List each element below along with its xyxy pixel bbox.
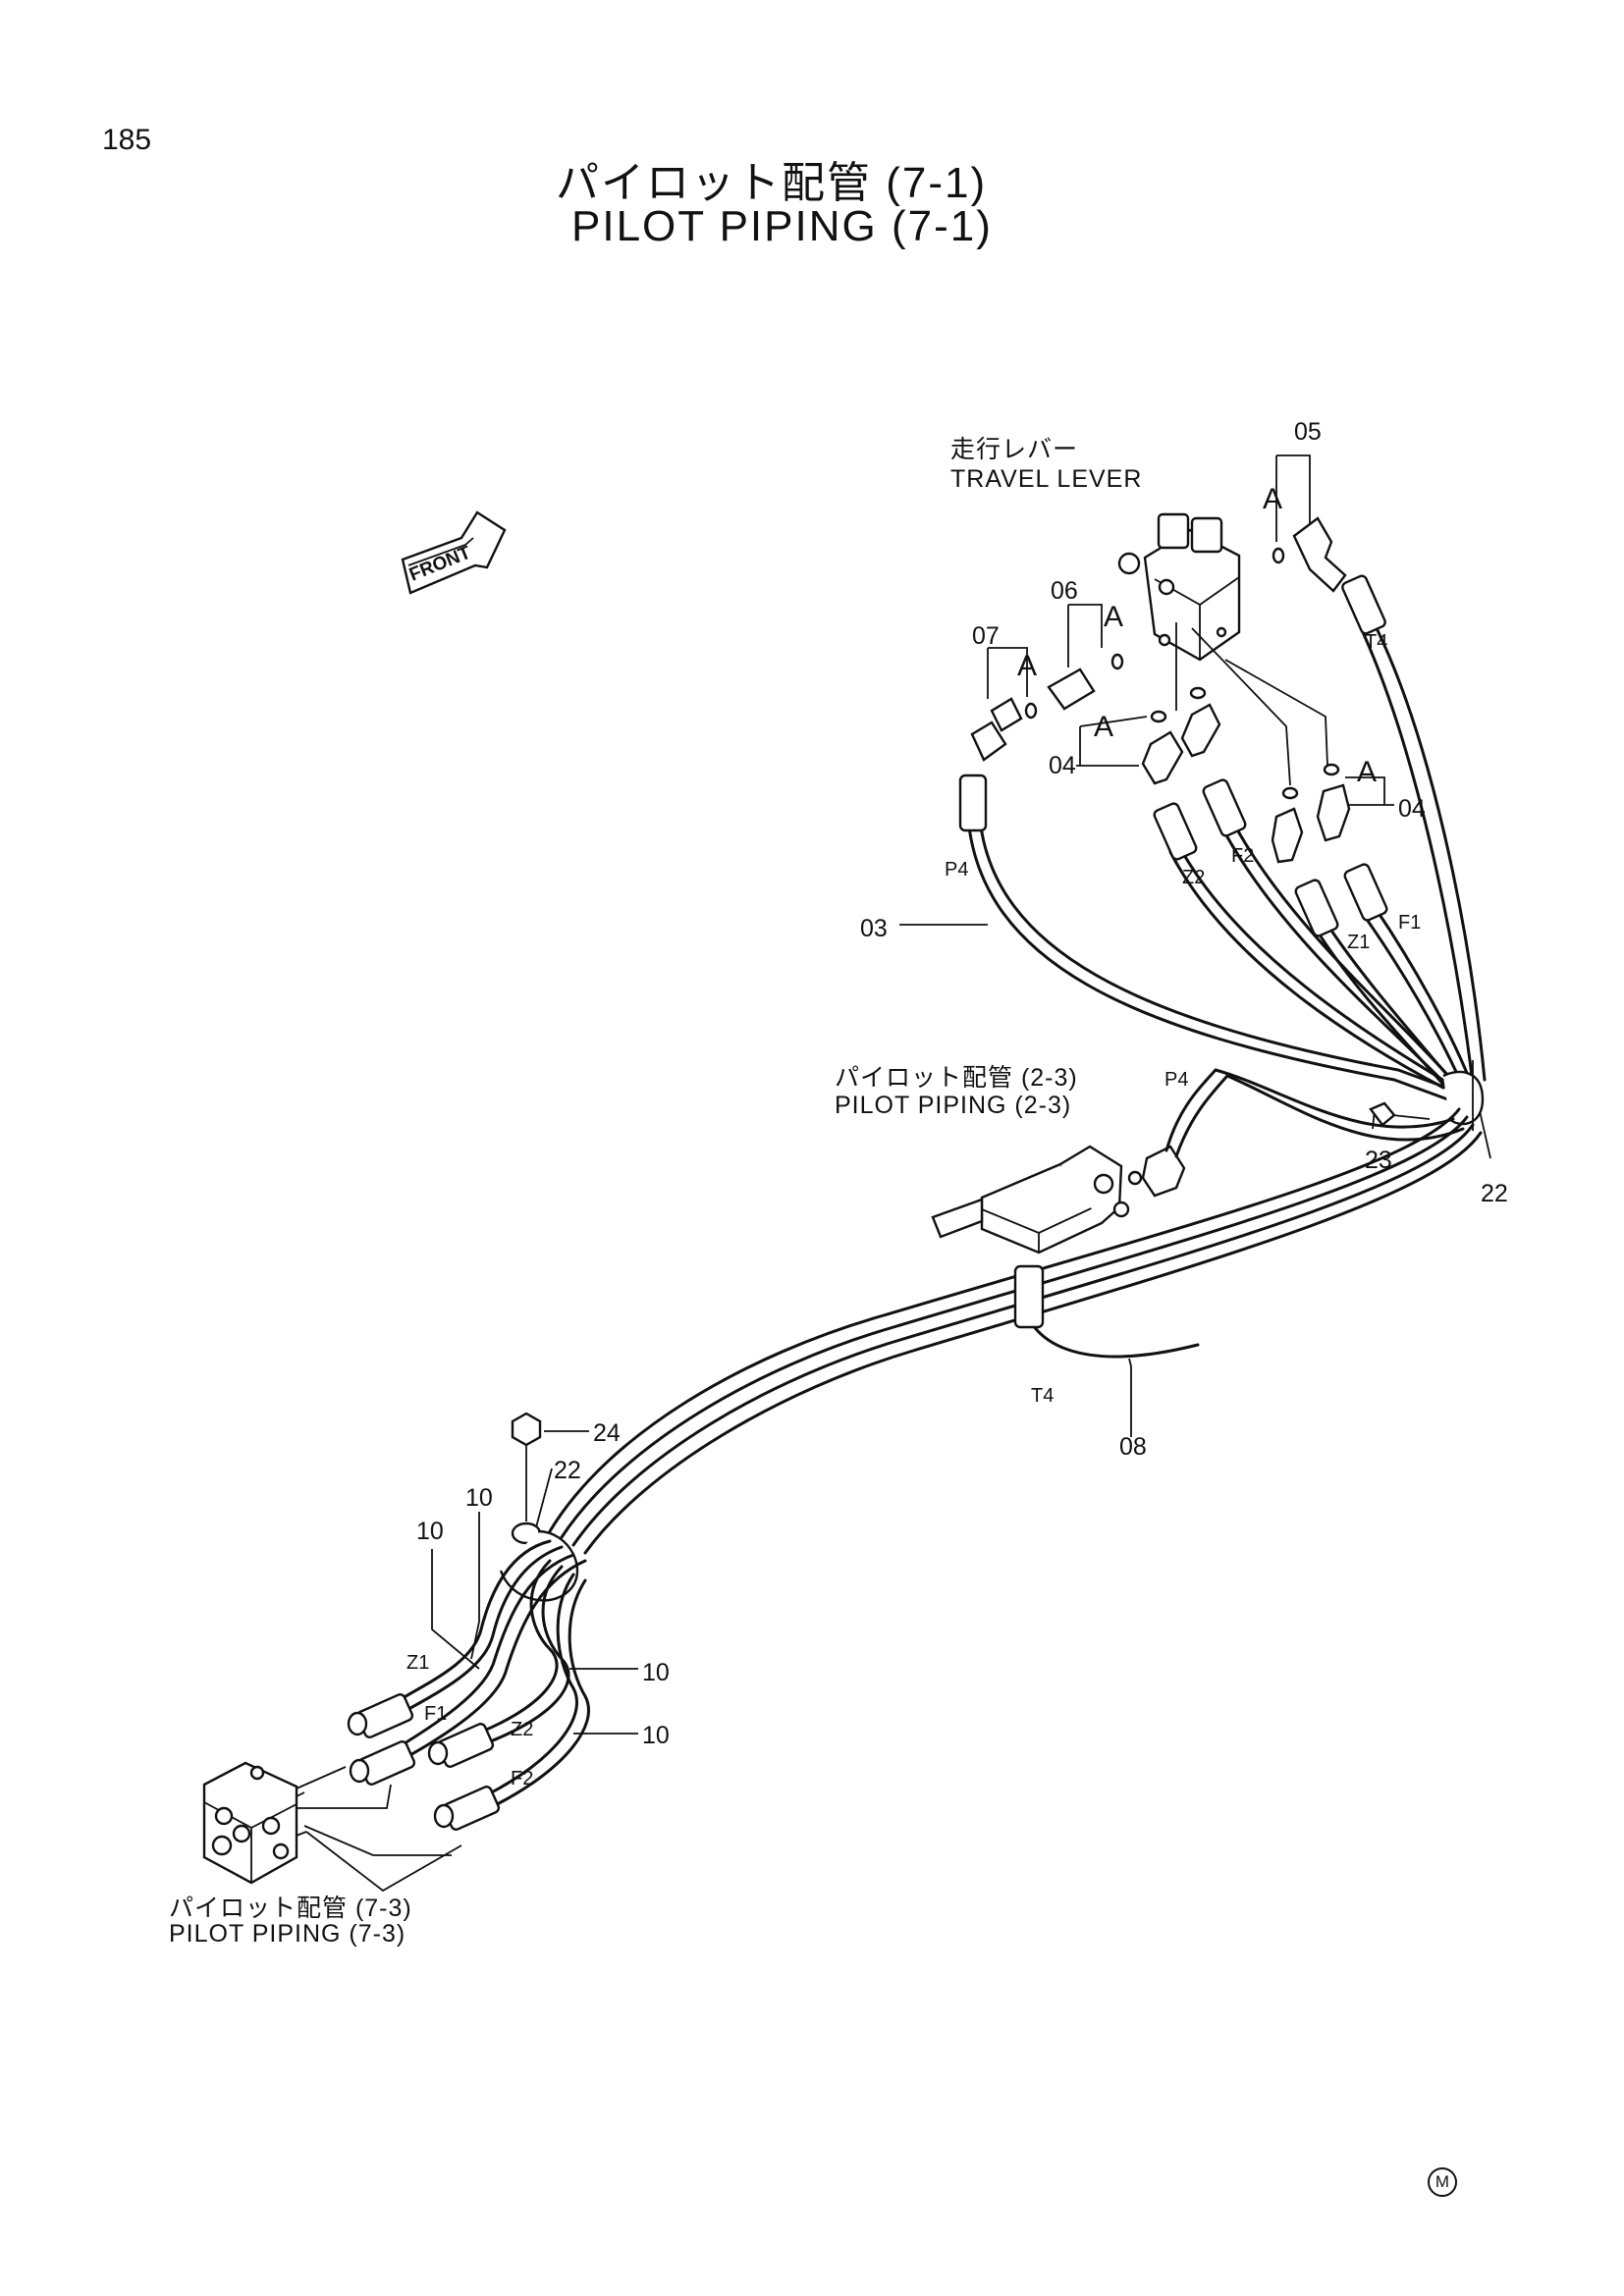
hose-ends-upper <box>958 574 1388 937</box>
hose-bundle-08 <box>548 1107 1483 1555</box>
elbow-p4-mid <box>1141 1068 1465 1198</box>
hose-end-t4-mid <box>1013 1264 1045 1329</box>
part-number-04-left: 04 <box>1049 752 1076 779</box>
part-number-10-d: 10 <box>642 1722 670 1749</box>
page-title-en: PILOT PIPING (7-1) <box>571 202 993 250</box>
port-label-f2-bottom: F2 <box>511 1768 533 1789</box>
part-number-22-bottom: 22 <box>554 1457 581 1484</box>
part-number-24: 24 <box>593 1419 621 1447</box>
detail-mark-a: A <box>1094 711 1113 743</box>
elbow-fitting-04 <box>1141 730 1184 785</box>
hose-ends-lower <box>347 1693 501 1831</box>
bolt-23 <box>1369 1101 1431 1127</box>
port-label-z1: Z1 <box>1347 932 1370 953</box>
pilot-piping-2-3-label-jp: パイロット配管 (2-3) <box>835 1064 1078 1092</box>
port-label-p4-mid: P4 <box>1164 1069 1188 1091</box>
port-label-f1: F1 <box>1398 912 1421 934</box>
port-label-z2-bottom: Z2 <box>511 1719 533 1740</box>
travel-lever-label-en: TRAVEL LEVER <box>950 465 1143 493</box>
travel-lever-valve <box>1117 512 1241 662</box>
page-title-jp: パイロット配管 (7-1) <box>556 159 988 207</box>
hoses-10-lower <box>379 1539 590 1814</box>
adapter-fitting-06 <box>1047 667 1096 711</box>
pilot-piping-7-3-label-en: PILOT PIPING (7-3) <box>169 1920 406 1948</box>
pilot-valve-2-3 <box>931 1145 1143 1255</box>
port-label-t4-mid: T4 <box>1031 1385 1054 1407</box>
elbow-fitting-05 <box>1292 516 1347 593</box>
hose-bundle-upper <box>966 626 1487 1103</box>
part-number-22-top: 22 <box>1481 1180 1508 1207</box>
detail-mark-a: A <box>1104 601 1123 633</box>
m-marker-icon: M <box>1428 2167 1457 2197</box>
port-label-f2: F2 <box>1231 845 1254 867</box>
elbow-fitting-04 <box>1180 703 1221 758</box>
port-label-p4: P4 <box>945 859 968 881</box>
port-label-t4: T4 <box>1365 631 1387 653</box>
port-label-f1-bottom: F1 <box>424 1703 447 1725</box>
bolt-24 <box>511 1412 542 1522</box>
pilot-piping-2-3-label-en: PILOT PIPING (2-3) <box>835 1092 1072 1119</box>
port-label-z2: Z2 <box>1182 867 1205 888</box>
part-number-05: 05 <box>1294 418 1322 446</box>
elbow-fitting-04 <box>1316 783 1351 842</box>
page-number: 185 <box>102 124 152 156</box>
part-number-10-c: 10 <box>642 1659 670 1686</box>
elbow-fitting-04 <box>1271 807 1304 864</box>
detail-mark-a: A <box>1263 483 1282 515</box>
part-number-03: 03 <box>860 915 888 942</box>
part-number-10-a: 10 <box>465 1484 493 1512</box>
part-number-08: 08 <box>1119 1433 1147 1461</box>
part-number-10-b: 10 <box>416 1518 444 1545</box>
pilot-block-7-3 <box>202 1761 462 1893</box>
part-number-07: 07 <box>972 622 1000 650</box>
travel-lever-label-jp: 走行レバー <box>950 436 1079 463</box>
front-arrow-icon: FRONT <box>401 510 507 595</box>
elbow-fitting-07 <box>970 697 1023 762</box>
detail-mark-a: A <box>1357 756 1377 788</box>
part-number-06: 06 <box>1051 577 1078 605</box>
port-label-z1-bottom: Z1 <box>406 1652 429 1674</box>
leader-lines <box>431 454 1491 1735</box>
fittings-top <box>970 516 1351 864</box>
pilot-piping-7-3-label-jp: パイロット配管 (7-3) <box>169 1895 412 1922</box>
o-rings <box>1024 547 1340 800</box>
